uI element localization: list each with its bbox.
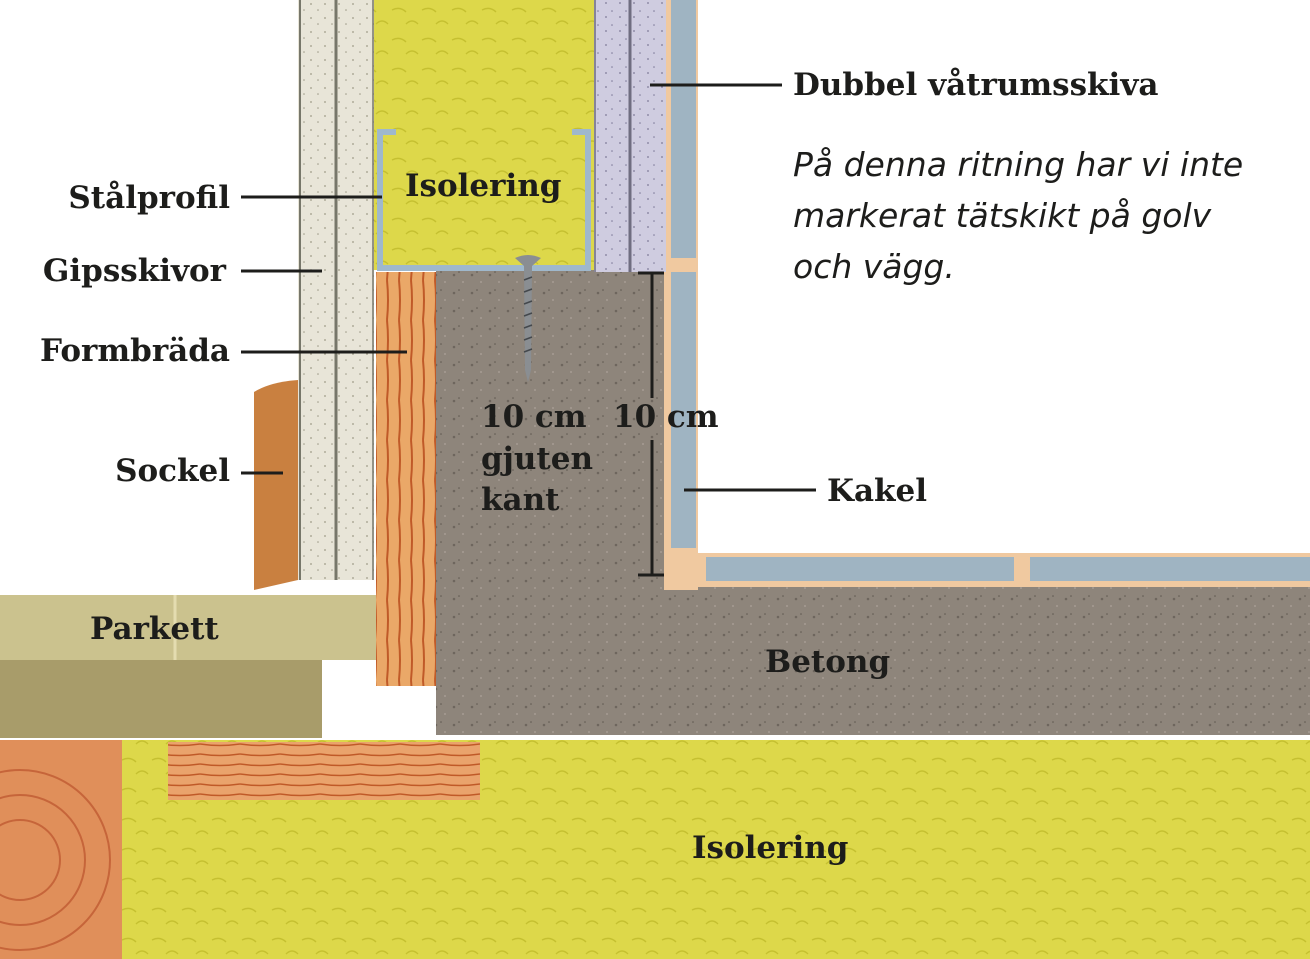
label-dim-right: 10 cm	[613, 399, 719, 435]
wall-insulation	[374, 0, 594, 270]
skirting-board	[254, 380, 298, 590]
form-board	[376, 272, 436, 686]
note-line-2: markerat tätskikt på golv	[793, 196, 1212, 235]
label-sockel: Sockel	[115, 453, 230, 489]
note-line-1: På denna ritning har vi inte	[793, 145, 1243, 184]
label-gipsskivor: Gipsskivor	[43, 253, 227, 289]
floor-tiles	[668, 553, 1310, 587]
label-formbrada: Formbräda	[40, 333, 230, 369]
label-dim-left-3: kant	[481, 482, 560, 518]
label-dubbel-vatrumsskiva: Dubbel våtrumsskiva	[793, 66, 1158, 103]
wall-tiles	[664, 0, 698, 590]
screw-icon	[515, 255, 541, 382]
note-line-3: och vägg.	[793, 247, 955, 286]
label-isolering-wall: Isolering	[405, 168, 561, 204]
label-dim-left-1: 10 cm	[481, 399, 587, 435]
dimension-marker	[638, 271, 664, 577]
gypsum-boards	[298, 0, 374, 580]
parquet	[0, 595, 376, 738]
label-dim-left-2: gjuten	[481, 441, 593, 477]
wetroom-boards	[594, 0, 666, 272]
joist-end-grain	[0, 740, 122, 959]
label-betong: Betong	[765, 644, 890, 680]
label-isolering-floor: Isolering	[692, 830, 848, 866]
floor-beam	[168, 742, 480, 800]
label-parkett: Parkett	[90, 611, 219, 647]
leader-lines	[241, 83, 816, 492]
label-kakel: Kakel	[827, 473, 927, 509]
concrete-slab	[436, 270, 1310, 735]
steel-profile	[377, 129, 591, 271]
label-stalprofil: Stålprofil	[68, 179, 230, 216]
